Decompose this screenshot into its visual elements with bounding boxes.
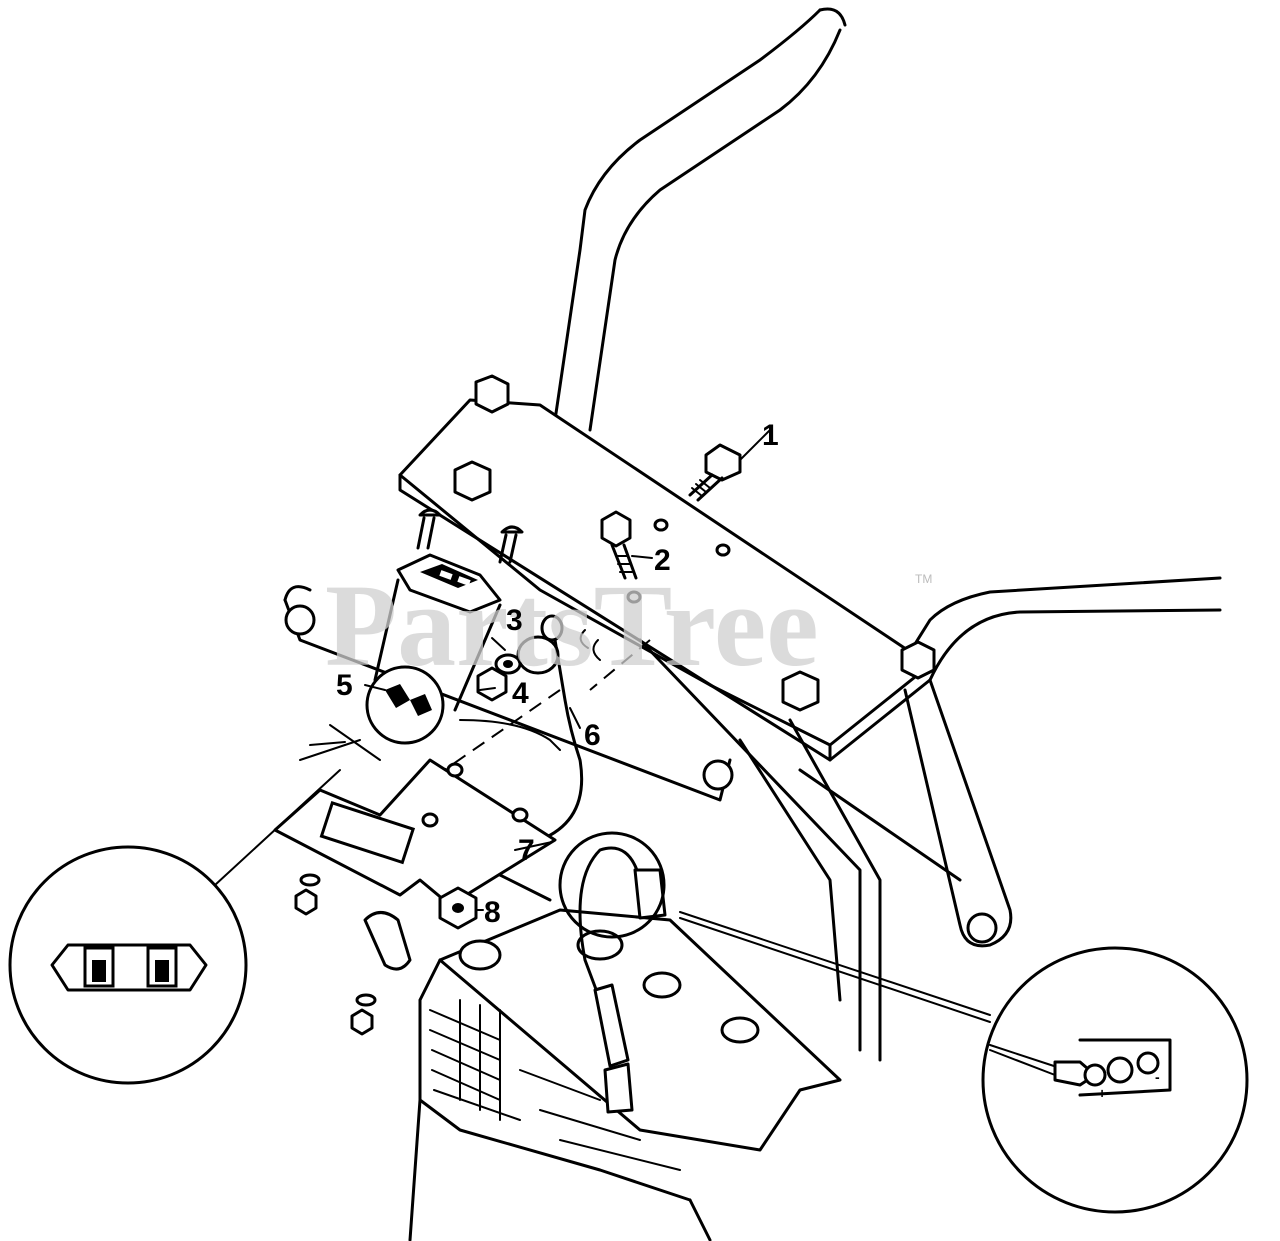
battery-negative-sign: - (1155, 1069, 1160, 1085)
callout-4: 4 (512, 677, 529, 710)
part-2-bolt (600, 510, 653, 580)
part-3-4-hardware (476, 614, 601, 702)
right-rail (903, 576, 1222, 948)
part-7-bracket (273, 724, 557, 907)
detail-circle-spark-plug (558, 831, 991, 1023)
callout-7: 7 (518, 834, 535, 867)
part-1-bolt (688, 429, 771, 502)
spark-plug-wire (578, 846, 667, 1114)
frame-body (638, 638, 962, 1062)
regulator-screws (416, 508, 524, 564)
callout-leaders (364, 637, 581, 911)
callout-1: 1 (762, 419, 779, 452)
callout-2: 2 (654, 544, 671, 577)
callout-8: 8 (484, 896, 501, 929)
battery-positive-sign: + (1098, 1085, 1106, 1101)
callout-6: 6 (584, 719, 601, 752)
callout-5: 5 (336, 669, 353, 702)
detail-circle-regulator (8, 769, 341, 1085)
callouts: 1 2 3 4 5 6 7 8 (336, 419, 779, 929)
steering-handle-bar (553, 7, 847, 432)
watermark-text: PartsTree (325, 560, 819, 691)
part-8-nut (294, 873, 478, 1036)
cross-bar (283, 585, 734, 802)
engine-block (363, 908, 842, 1241)
part-5-regulator (365, 553, 502, 745)
detail-circle-battery-terminal: + - (981, 946, 1249, 1214)
watermark-trademark: TM (915, 572, 932, 586)
callout-3: 3 (506, 604, 523, 637)
watermark: PartsTree TM (325, 560, 932, 691)
plate-bolt-heads (453, 374, 936, 712)
